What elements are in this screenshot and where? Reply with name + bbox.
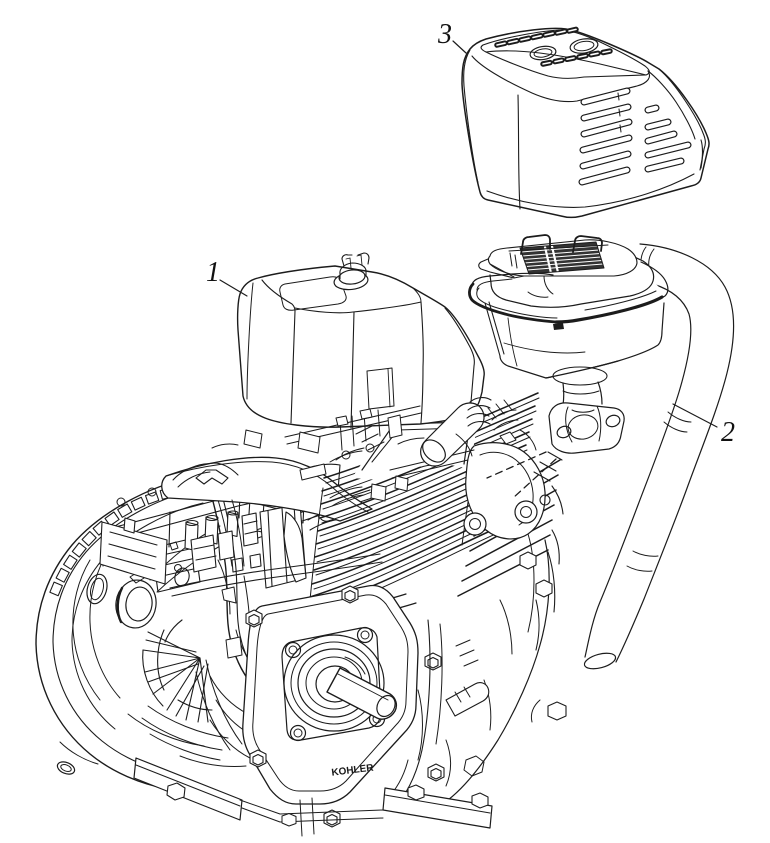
svg-text:2: 2 <box>721 417 735 448</box>
svg-text:KOHLER: KOHLER <box>331 763 375 779</box>
svg-text:3: 3 <box>437 19 452 50</box>
svg-text:1: 1 <box>206 257 220 288</box>
